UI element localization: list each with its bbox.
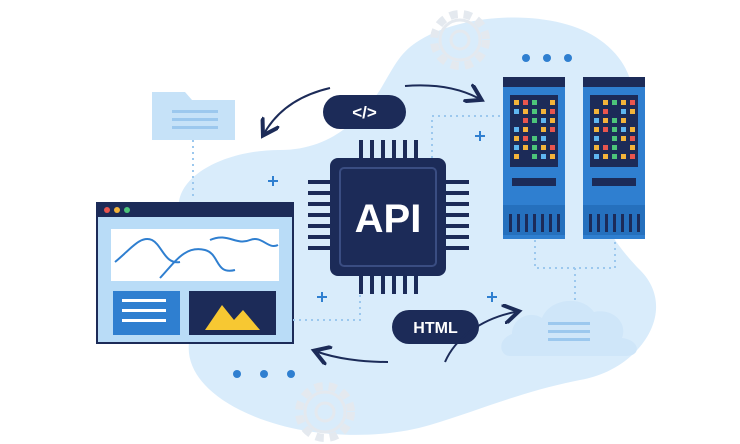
server-led <box>550 145 555 150</box>
server-led <box>630 154 635 159</box>
arrow-icon <box>318 352 389 362</box>
server-led <box>594 136 599 141</box>
server-led <box>630 109 635 114</box>
server-led <box>603 127 608 132</box>
server-led <box>612 118 617 123</box>
server-led <box>594 118 599 123</box>
server-led <box>594 127 599 132</box>
server-led <box>612 127 617 132</box>
api-chip: API <box>308 140 469 294</box>
server-led <box>612 100 617 105</box>
server-led <box>523 145 528 150</box>
gear-icon <box>295 382 355 442</box>
server-led <box>621 154 626 159</box>
server-led <box>630 127 635 132</box>
server-led <box>612 136 617 141</box>
server-led <box>594 154 599 159</box>
server-led <box>541 136 546 141</box>
server-led <box>603 109 608 114</box>
server-led <box>523 118 528 123</box>
code-badge: </> <box>323 95 406 129</box>
gear-icon <box>430 10 490 70</box>
server-led <box>550 100 555 105</box>
server-led <box>532 109 537 114</box>
server-led <box>532 145 537 150</box>
server-led <box>603 154 608 159</box>
server-led <box>514 100 519 105</box>
code-badge-label: </> <box>352 103 377 122</box>
server-led <box>541 127 546 132</box>
server-led <box>621 127 626 132</box>
connector-line <box>293 115 616 321</box>
server-led <box>621 100 626 105</box>
server-led <box>523 127 528 132</box>
server-led <box>523 109 528 114</box>
dots-decoration <box>233 54 572 378</box>
cloud-icon <box>501 300 637 356</box>
server-led <box>612 154 617 159</box>
server-led <box>514 127 519 132</box>
server-led <box>541 154 546 159</box>
arrow-icon <box>444 312 515 363</box>
server-led <box>523 136 528 141</box>
server-led <box>532 118 537 123</box>
html-badge-label: HTML <box>413 320 458 337</box>
server-led <box>532 154 537 159</box>
server-led <box>621 118 626 123</box>
api-label: API <box>355 197 422 241</box>
arrow-icon <box>265 87 331 132</box>
server-led <box>541 109 546 114</box>
server-led <box>621 109 626 114</box>
server-led <box>541 145 546 150</box>
server-led <box>603 100 608 105</box>
html-badge: HTML <box>392 310 479 344</box>
server-led <box>541 118 546 123</box>
browser-window-icon <box>96 202 294 344</box>
server-led <box>523 100 528 105</box>
plus-icon <box>317 292 327 302</box>
plus-icon <box>487 292 497 302</box>
arrow-icon <box>404 85 478 98</box>
server-led <box>532 100 537 105</box>
server-led <box>514 145 519 150</box>
server-icon <box>583 77 645 239</box>
server-led <box>594 145 599 150</box>
server-led <box>514 136 519 141</box>
server-led <box>594 109 599 114</box>
server-led <box>630 100 635 105</box>
server-led <box>630 136 635 141</box>
server-icon <box>503 77 565 239</box>
plus-icon <box>475 131 485 141</box>
server-led <box>550 127 555 132</box>
server-led <box>603 118 608 123</box>
server-led <box>630 145 635 150</box>
folder-icon <box>152 92 235 140</box>
server-led <box>550 154 555 159</box>
server-led <box>532 136 537 141</box>
server-led <box>514 109 519 114</box>
plus-icon <box>268 176 278 186</box>
server-led <box>603 145 608 150</box>
server-led <box>612 145 617 150</box>
server-led <box>621 136 626 141</box>
server-led <box>550 109 555 114</box>
server-led <box>514 154 519 159</box>
server-led <box>550 118 555 123</box>
